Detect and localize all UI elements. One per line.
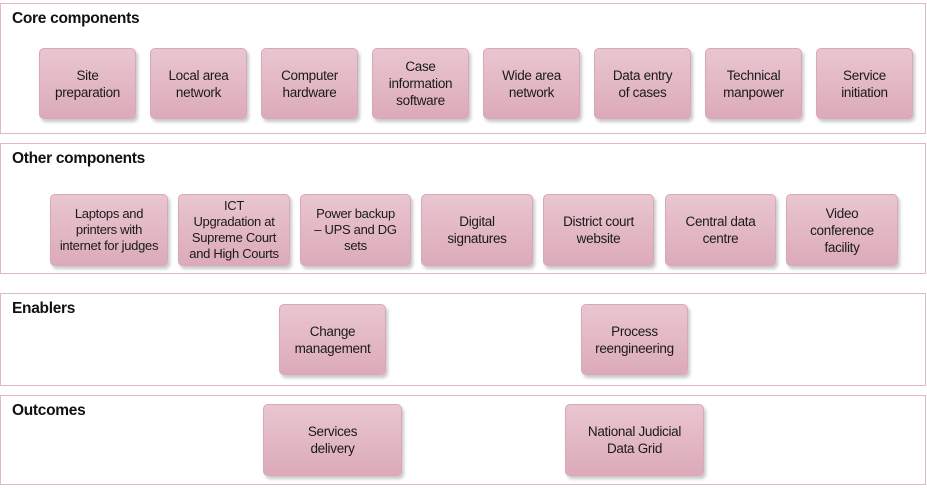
enablers-section: Enablers [0, 293, 926, 386]
core-item-service-initiation: Service initiation [816, 48, 913, 119]
other-item-video-conference: Video conference facility [786, 194, 898, 266]
core-item-wide-area-network: Wide area network [483, 48, 580, 119]
enablers-title: Enablers [12, 300, 76, 317]
other-item-digital-signatures: Digital signatures [421, 194, 533, 266]
outcomes-title: Outcomes [12, 402, 86, 419]
core-item-site-preparation: Site preparation [39, 48, 136, 119]
enabler-process-reengineering: Process reengineering [581, 304, 688, 375]
outcomes-section: Outcomes [0, 395, 926, 485]
core-item-computer-hardware: Computer hardware [261, 48, 358, 119]
other-item-ict-upgradation: ICT Upgradation at Supreme Court and Hig… [178, 194, 290, 266]
outcome-services-delivery: Services delivery [263, 404, 402, 476]
core-components-title: Core components [12, 10, 140, 27]
enabler-change-management: Change management [279, 304, 386, 375]
core-item-technical-manpower: Technical manpower [705, 48, 802, 119]
core-item-case-information-software: Case information software [372, 48, 469, 119]
outcome-national-judicial-data-grid: National Judicial Data Grid [565, 404, 704, 476]
other-item-laptops-printers: Laptops and printers with internet for j… [50, 194, 168, 266]
other-item-central-data-centre: Central data centre [665, 194, 776, 266]
other-item-power-backup: Power backup – UPS and DG sets [300, 194, 411, 266]
core-item-data-entry-of-cases: Data entry of cases [594, 48, 691, 119]
other-components-title: Other components [12, 150, 145, 167]
other-item-district-court-website: District court website [543, 194, 654, 266]
core-item-local-area-network: Local area network [150, 48, 247, 119]
